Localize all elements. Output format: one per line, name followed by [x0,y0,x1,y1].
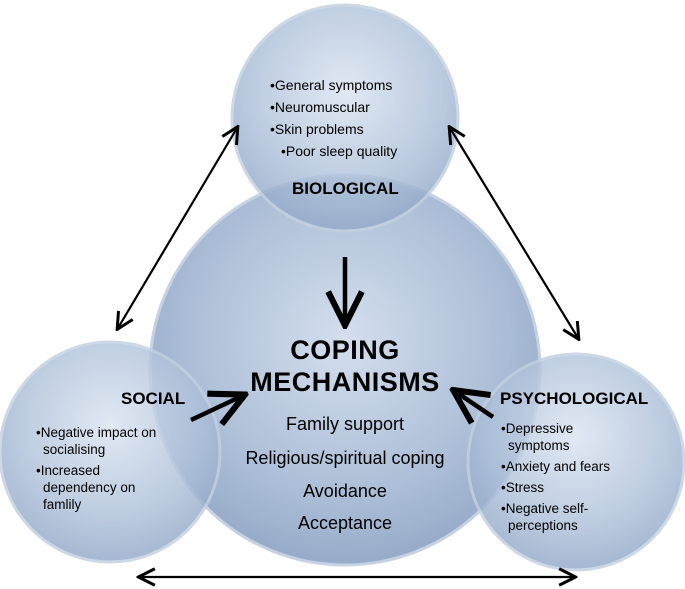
psychological-item: perceptions [508,518,578,533]
social-item: socialising [43,442,106,457]
biological-item: •Skin problems [270,121,364,137]
biological-title: BIOLOGICAL [292,179,399,198]
psychological-item: •Depressive [501,421,574,436]
social-title: SOCIAL [121,389,186,408]
arrow-psychological-to-center [456,392,495,417]
center-item: Acceptance [297,513,393,533]
biological-item: •General symptoms [270,77,393,93]
arrow-biological-social [118,128,237,328]
psychological-title: PSYCHOLOGICAL [500,389,649,408]
biological-item: •Neuromuscular [270,99,370,115]
arrow-biological-psychological [450,128,578,338]
center-item: Family support [285,414,405,434]
social-item: •Increased [36,463,101,478]
center-item: Religious/spiritual coping [245,448,445,468]
social-item: famlily [43,497,82,512]
biological-item: •Poor sleep quality [281,143,398,159]
social-item: •Negative impact on [36,425,157,440]
social-circle [0,340,222,564]
center-item: Avoidance [303,481,387,501]
psychological-item: •Stress [501,480,544,495]
social-item: dependency on [43,480,136,495]
psychological-item: •Anxiety and fears [501,459,611,474]
psychological-item: symptoms [508,438,570,453]
center-title-line2: MECHANISMS [250,367,440,397]
psychological-item: •Negative self- [501,501,589,516]
biological-circle [230,3,460,233]
center-title-line1: COPING [290,335,400,365]
arrow-social-to-center [190,396,242,420]
